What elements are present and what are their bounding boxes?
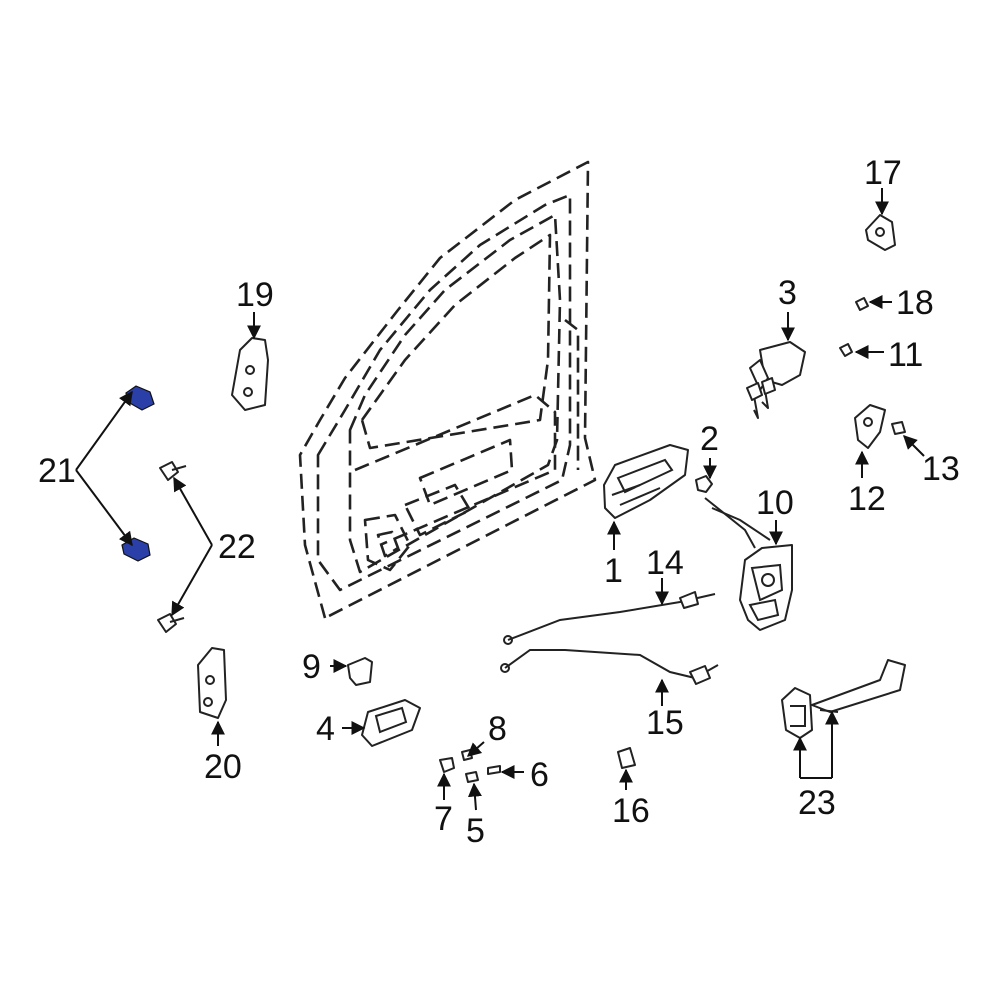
callout-18: 18 bbox=[896, 284, 934, 322]
callout-23: 23 bbox=[798, 784, 836, 822]
inside-handle-part bbox=[603, 444, 689, 519]
callout-8: 8 bbox=[488, 710, 507, 748]
door-lock-actuator-part bbox=[704, 497, 793, 631]
hinge-bolts-highlighted bbox=[121, 385, 155, 562]
screw-13-part bbox=[891, 421, 906, 435]
handle-bezel-part bbox=[361, 699, 421, 747]
callout-10: 10 bbox=[756, 484, 794, 522]
callout-4: 4 bbox=[316, 710, 335, 748]
callout-14: 14 bbox=[646, 544, 684, 582]
callout-7: 7 bbox=[434, 800, 453, 838]
callout-13: 13 bbox=[922, 450, 960, 488]
clip-9-part bbox=[347, 657, 373, 686]
callout-2: 2 bbox=[700, 420, 719, 458]
callout-21: 21 bbox=[38, 452, 76, 490]
plug-16-part bbox=[617, 747, 636, 769]
leader-lines bbox=[75, 188, 925, 811]
callout-22: 22 bbox=[218, 528, 256, 566]
upper-hinge-part bbox=[231, 337, 269, 411]
bolt-11-part bbox=[839, 343, 853, 357]
callout-12: 12 bbox=[848, 480, 886, 518]
bolt-21-upper bbox=[125, 385, 155, 411]
callout-1: 1 bbox=[604, 552, 623, 590]
callout-17: 17 bbox=[864, 154, 902, 192]
callout-labels: 1 2 3 4 5 6 7 8 9 10 11 12 13 14 15 16 1… bbox=[38, 154, 960, 850]
callout-5: 5 bbox=[466, 812, 485, 850]
callout-20: 20 bbox=[204, 748, 242, 786]
callout-15: 15 bbox=[646, 704, 684, 742]
callout-9: 9 bbox=[302, 648, 321, 686]
lower-hinge-part bbox=[197, 647, 227, 719]
cable-14-part bbox=[503, 591, 716, 645]
lock-cylinder-part bbox=[746, 341, 806, 419]
callout-11: 11 bbox=[888, 336, 923, 374]
callout-6: 6 bbox=[530, 756, 549, 794]
screw-2-part bbox=[695, 475, 713, 493]
bracket-12-part bbox=[854, 404, 886, 449]
cap-17-part bbox=[865, 214, 896, 251]
callout-16: 16 bbox=[612, 792, 650, 830]
bolt-21-lower bbox=[121, 537, 151, 562]
cable-15-part bbox=[500, 649, 719, 685]
callout-19: 19 bbox=[236, 276, 274, 314]
screw-18-part bbox=[855, 297, 869, 311]
door-shell-outline bbox=[298, 160, 597, 620]
bolts-22-part bbox=[157, 461, 187, 633]
callout-3: 3 bbox=[778, 274, 797, 312]
door-check-part bbox=[781, 659, 906, 739]
